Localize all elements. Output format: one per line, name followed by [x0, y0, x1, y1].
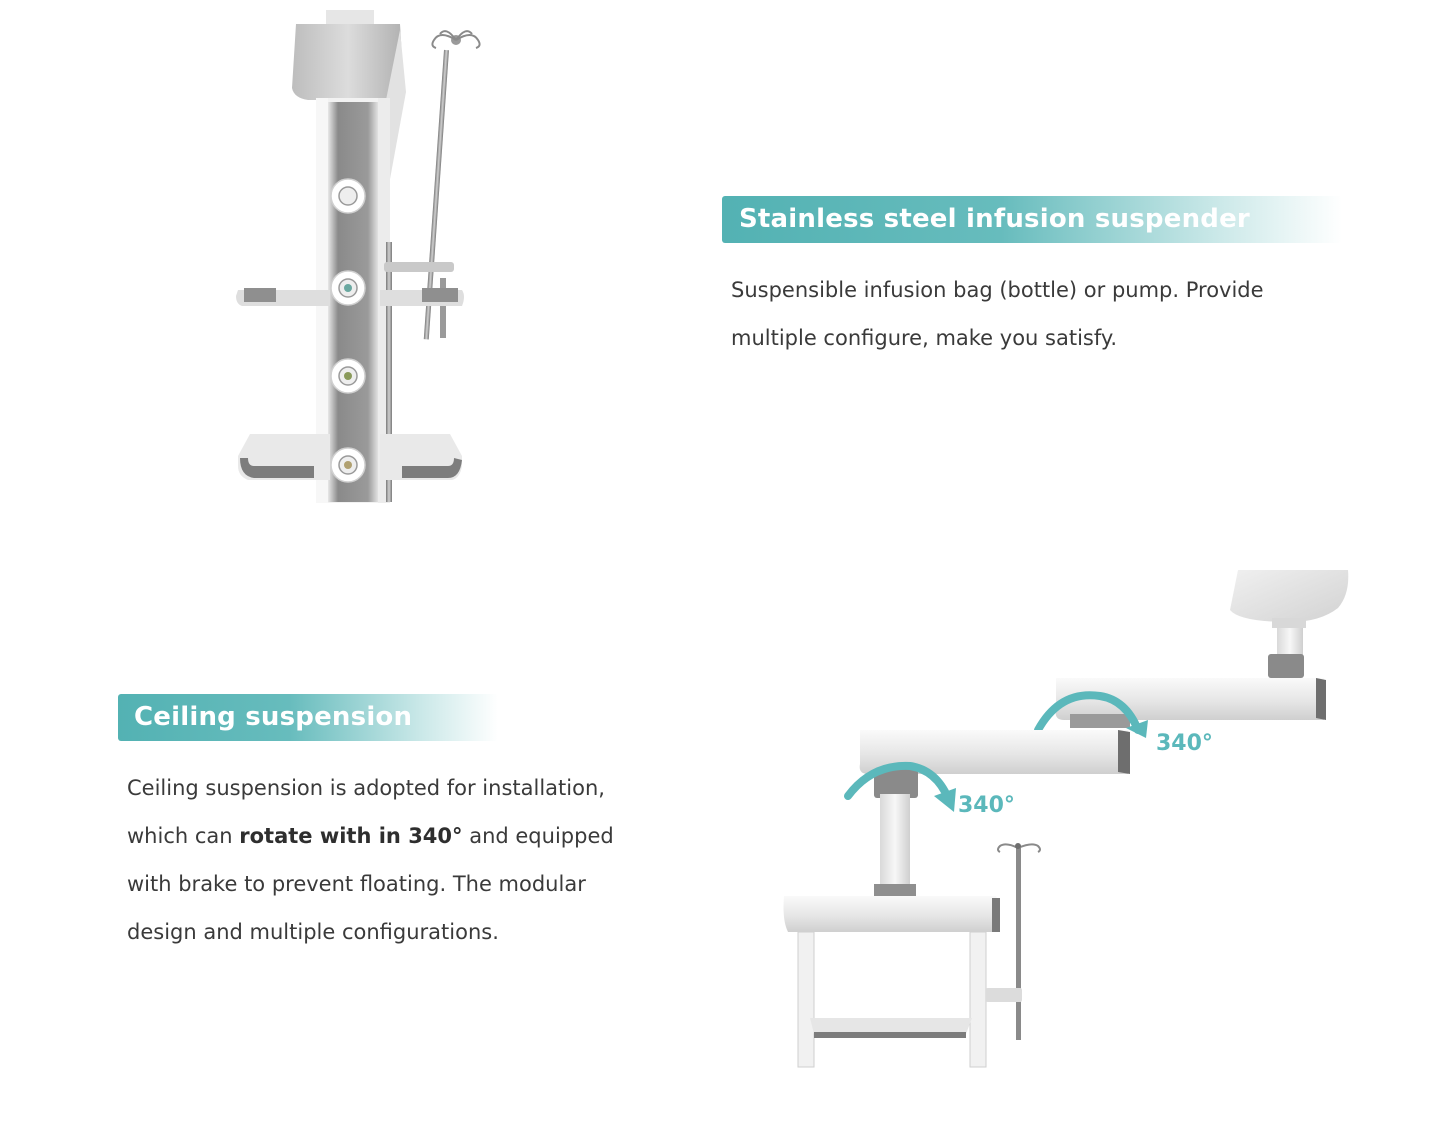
- rotation-highlight: rotate with in 340°: [239, 824, 463, 848]
- ceiling-description: Ceiling suspension is adopted for instal…: [127, 764, 687, 956]
- ceiling-line-2-end: and equipped: [462, 824, 614, 848]
- infusion-description-line-1: Suspensible infusion bag (bottle) or pum…: [731, 278, 1264, 302]
- rotation-label-upper: 340°: [1156, 731, 1213, 756]
- ceiling-pendant-image: 340° 340°: [783, 570, 1349, 1068]
- infusion-suspender-image: [236, 10, 481, 503]
- ceiling-section-title: Ceiling suspension: [118, 694, 498, 741]
- ceiling-description-line-1: Ceiling suspension is adopted for instal…: [127, 776, 605, 800]
- infusion-description: Suspensible infusion bag (bottle) or pum…: [731, 266, 1331, 362]
- infusion-description-line-2: multiple configure, make you satisfy.: [731, 326, 1117, 350]
- ceiling-description-line-3: with brake to prevent floating. The modu…: [127, 872, 586, 896]
- ceiling-description-line-4: design and multiple configurations.: [127, 920, 499, 944]
- ceiling-line-2-start: which can: [127, 824, 240, 848]
- rotation-label-lower: 340°: [958, 793, 1015, 818]
- infusion-section-title: Stainless steel infusion suspender: [722, 196, 1342, 243]
- ceiling-description-line-2: which can rotate with in 340° and equipp…: [127, 812, 687, 860]
